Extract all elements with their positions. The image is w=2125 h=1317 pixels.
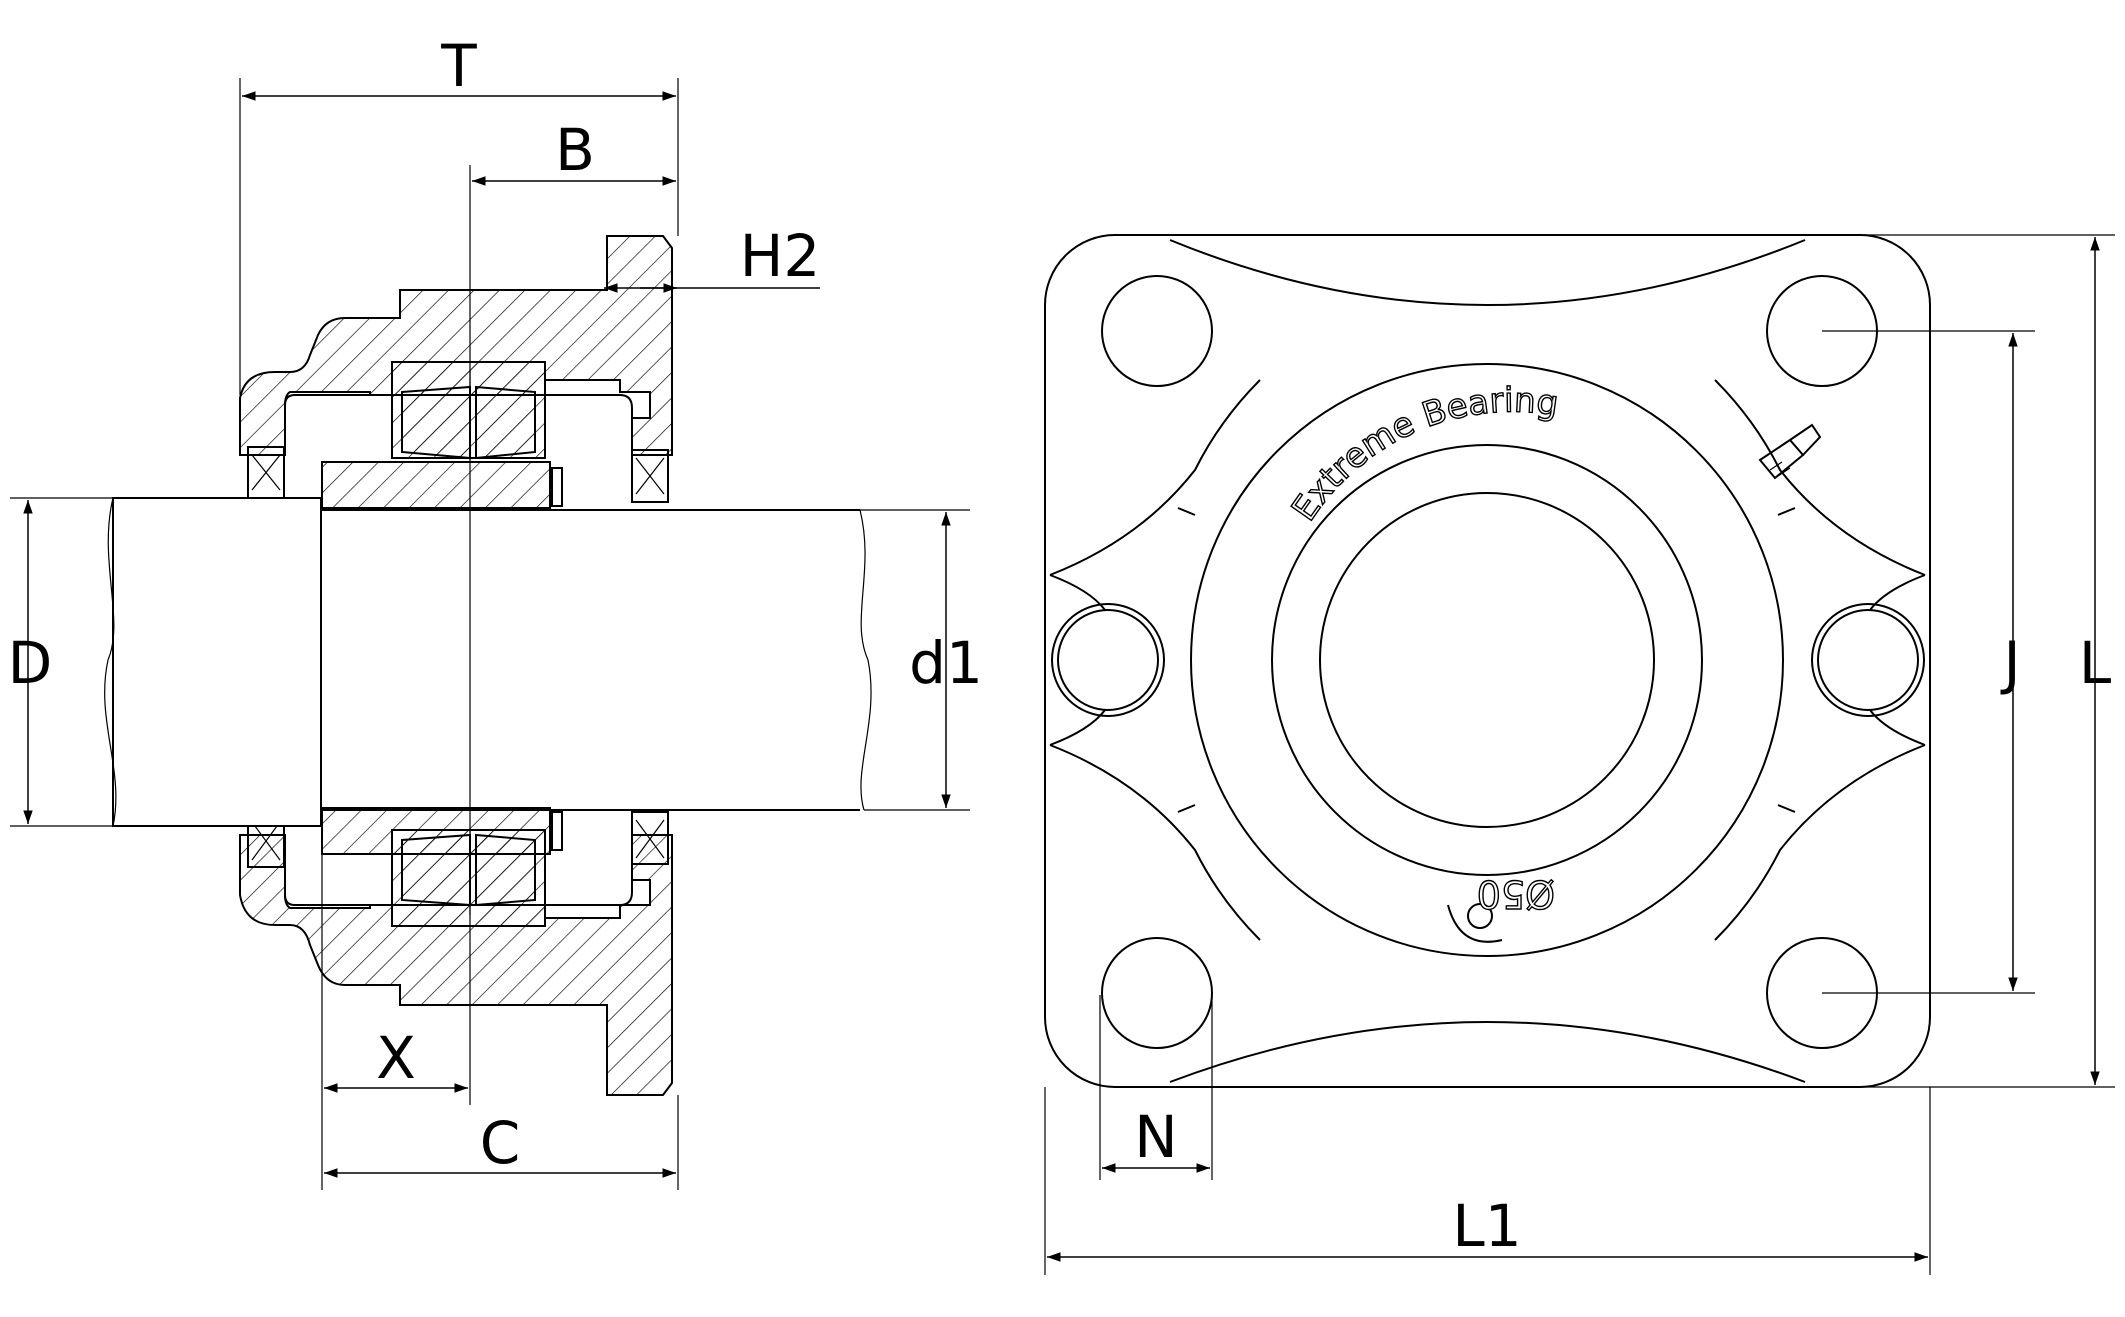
label-J: J bbox=[2000, 629, 2020, 697]
lock-collar-upper bbox=[551, 467, 563, 507]
bolt-hole-bottom-left bbox=[1101, 937, 1213, 1049]
right-ear bbox=[1869, 574, 1926, 746]
lock-collar-lower bbox=[551, 811, 563, 851]
dim-D bbox=[10, 497, 113, 827]
label-C: C bbox=[480, 1109, 521, 1177]
flange-square bbox=[1044, 234, 1931, 1088]
housing-upper-section bbox=[239, 235, 673, 456]
flange-right-curve-upper bbox=[1714, 379, 1926, 576]
cavity-lower bbox=[284, 835, 633, 906]
section-view: T B H2 D d1 X bbox=[8, 32, 983, 1190]
front-view: Extreme Bearing Ø50 N L1 J bbox=[1044, 234, 2115, 1275]
dim-T bbox=[239, 78, 679, 395]
dim-d1 bbox=[860, 509, 970, 811]
dim-C bbox=[324, 1095, 679, 1190]
housing-lower-section bbox=[239, 834, 673, 1096]
grease-nipple-icon bbox=[1758, 423, 1822, 480]
left-ear bbox=[1049, 574, 1106, 746]
label-d1: d1 bbox=[909, 629, 983, 697]
seal-right-upper bbox=[631, 449, 669, 503]
set-screw-mark bbox=[1467, 903, 1493, 929]
dim-X bbox=[321, 855, 468, 1190]
side-bolt-left bbox=[1051, 603, 1165, 717]
flange-left-curve-upper bbox=[1049, 379, 1261, 576]
bearing-outer-ring bbox=[1271, 444, 1703, 876]
dim-L bbox=[1200, 234, 2115, 1088]
housing-boss-ring bbox=[1190, 363, 1784, 957]
dim-J bbox=[1822, 330, 2035, 994]
flange-right-curve-lower bbox=[1714, 744, 1926, 941]
cavity-upper bbox=[284, 394, 633, 455]
label-L: L bbox=[2079, 629, 2111, 697]
flange-left-curve-lower bbox=[1049, 744, 1261, 941]
shaft bbox=[104, 497, 872, 827]
side-bolt-right bbox=[1811, 603, 1925, 717]
set-screw-arc bbox=[1447, 904, 1503, 943]
seal-right-lower bbox=[631, 811, 669, 865]
flange-top-curve bbox=[1169, 239, 1806, 306]
flange-bottom-curve bbox=[1169, 1021, 1806, 1083]
bearing-bore bbox=[1319, 492, 1655, 828]
inner-sleeve-lower bbox=[321, 807, 551, 855]
dim-L1 bbox=[1044, 1087, 1931, 1275]
label-H2: H2 bbox=[740, 222, 821, 290]
label-B: B bbox=[555, 116, 595, 184]
label-N: N bbox=[1134, 1103, 1177, 1171]
label-T: T bbox=[440, 32, 477, 100]
boss-ticks bbox=[1177, 507, 1796, 813]
label-X: X bbox=[376, 1024, 416, 1092]
label-L1: L1 bbox=[1452, 1192, 1521, 1260]
inner-sleeve-upper bbox=[321, 461, 551, 509]
bore-mark: Ø50 bbox=[1477, 872, 1555, 916]
label-D: D bbox=[8, 629, 53, 697]
bolt-hole-top-left bbox=[1101, 275, 1213, 387]
